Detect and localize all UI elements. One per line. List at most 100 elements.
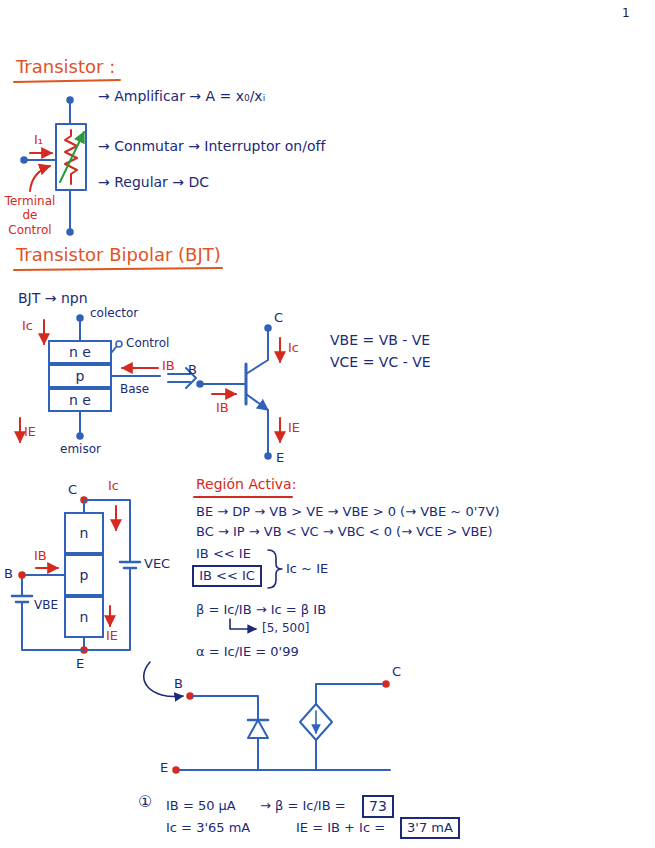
node-text: n <box>80 525 89 542</box>
current-label: IB <box>34 548 47 564</box>
current-arrow <box>115 506 117 530</box>
terminal-dot <box>19 572 25 578</box>
equation: BC → IP → VB < VC → VBC < 0 (→ VCE > VBE… <box>196 524 493 540</box>
hook-arrow <box>230 619 256 629</box>
current-source-symbol <box>300 704 332 740</box>
pin-name: C <box>274 310 283 326</box>
terminal-dot <box>265 453 271 459</box>
terminal-dot <box>265 325 271 331</box>
current-label: IE <box>24 424 36 440</box>
layer-box: n <box>64 596 104 638</box>
current-arrow <box>279 338 281 362</box>
equation: → β = Ic/IB = <box>260 798 346 814</box>
leader-line <box>112 347 116 352</box>
equation: IE = IB + Ic = <box>296 820 385 836</box>
terminal-dot <box>116 341 122 347</box>
terminal-label: Control <box>126 336 169 350</box>
note: → Conmutar → Interruptor on/off <box>98 138 325 155</box>
result-box: IB << IC <box>192 565 262 587</box>
heading: Transistor Bipolar (BJT) <box>16 244 221 266</box>
diode-symbol <box>248 720 268 738</box>
transistor-box <box>56 124 86 190</box>
layer-box: p <box>64 554 104 596</box>
result-box: 73 <box>362 795 394 818</box>
equation: Ic = 3'65 mA <box>166 820 250 836</box>
current-label: IB <box>216 400 229 416</box>
node-text: n e <box>69 344 91 361</box>
layer-box: n e <box>48 340 112 364</box>
variable-arrow <box>60 132 84 182</box>
terminal-label: colector <box>90 306 138 320</box>
layer-box: n e <box>48 388 112 412</box>
wire <box>69 103 71 124</box>
wire <box>69 190 71 229</box>
current-arrow <box>212 393 236 395</box>
equation: Ic ~ IE <box>286 561 328 577</box>
current-arrow <box>279 418 281 442</box>
emitter-arrow <box>246 394 268 410</box>
control-wire <box>27 159 56 161</box>
terminal-label: emisor <box>60 442 101 456</box>
equation: β = Ic/IB → Ic = β IB <box>196 602 326 618</box>
terminal-dot <box>173 767 179 773</box>
current-arrow <box>43 320 45 344</box>
layer-box: n <box>64 512 104 554</box>
pin-name: B <box>188 362 197 378</box>
current-arrow <box>19 418 21 442</box>
equation: IB << IE <box>196 546 251 562</box>
current-label: Ic <box>22 318 33 334</box>
heading: Región Activa: <box>196 476 296 493</box>
equation: α = Ic/IE = 0'99 <box>196 644 299 660</box>
range-note: [5, 500] <box>262 621 310 635</box>
base-wire <box>22 575 64 596</box>
note: BJT → npn <box>18 290 88 307</box>
battery-plate <box>12 595 32 598</box>
current-arrow <box>109 606 111 626</box>
brace <box>268 550 282 588</box>
wire <box>79 321 81 340</box>
terminal-label: Terminal de Control <box>2 194 58 237</box>
heading: Transistor : <box>16 56 115 78</box>
pin-name: E <box>160 760 168 776</box>
base-bar <box>245 364 248 404</box>
terminal-dot <box>77 433 83 439</box>
voltage-label: VEC <box>144 556 170 572</box>
terminal-dot <box>67 229 73 235</box>
current-label: IB <box>162 358 175 374</box>
page-number: 1 <box>622 6 630 20</box>
heading-underline <box>14 268 222 270</box>
node-text: 73 <box>369 798 387 815</box>
collector-lead <box>246 331 268 374</box>
current-label: Ic <box>108 478 119 494</box>
pin-name: B <box>4 566 13 582</box>
node-text: n e <box>69 392 91 409</box>
pin-name: E <box>76 656 84 672</box>
equation: VCE = VC - VE <box>330 354 431 371</box>
node-text: IB << IC <box>199 568 255 584</box>
result-box: 3'7 mA <box>400 817 460 839</box>
note: → Amplificar → A = x₀/xᵢ <box>98 88 265 105</box>
pin-name: E <box>276 450 284 466</box>
heading-underline <box>14 80 120 82</box>
node-text: p <box>80 567 89 584</box>
emitter-rail <box>179 769 390 771</box>
current-arrow <box>30 152 52 154</box>
source-arrow <box>315 711 317 733</box>
current-label: I₁ <box>34 132 43 148</box>
node-text: 3'7 mA <box>407 820 453 836</box>
current-label: Ic <box>288 340 299 356</box>
curved-arrow <box>144 662 183 697</box>
node-text: p <box>76 368 85 385</box>
base-wire <box>112 375 160 377</box>
callout-number: ① <box>138 792 152 811</box>
node-text: n <box>80 609 89 626</box>
equation: IB = 50 μA <box>166 798 236 814</box>
layer-box: p <box>48 364 112 388</box>
voltage-label: VBE <box>34 598 58 612</box>
wire <box>193 696 258 720</box>
base-lead <box>203 383 246 385</box>
terminal-label: Base <box>120 382 149 396</box>
equation: VBE = VB - VE <box>330 332 430 349</box>
